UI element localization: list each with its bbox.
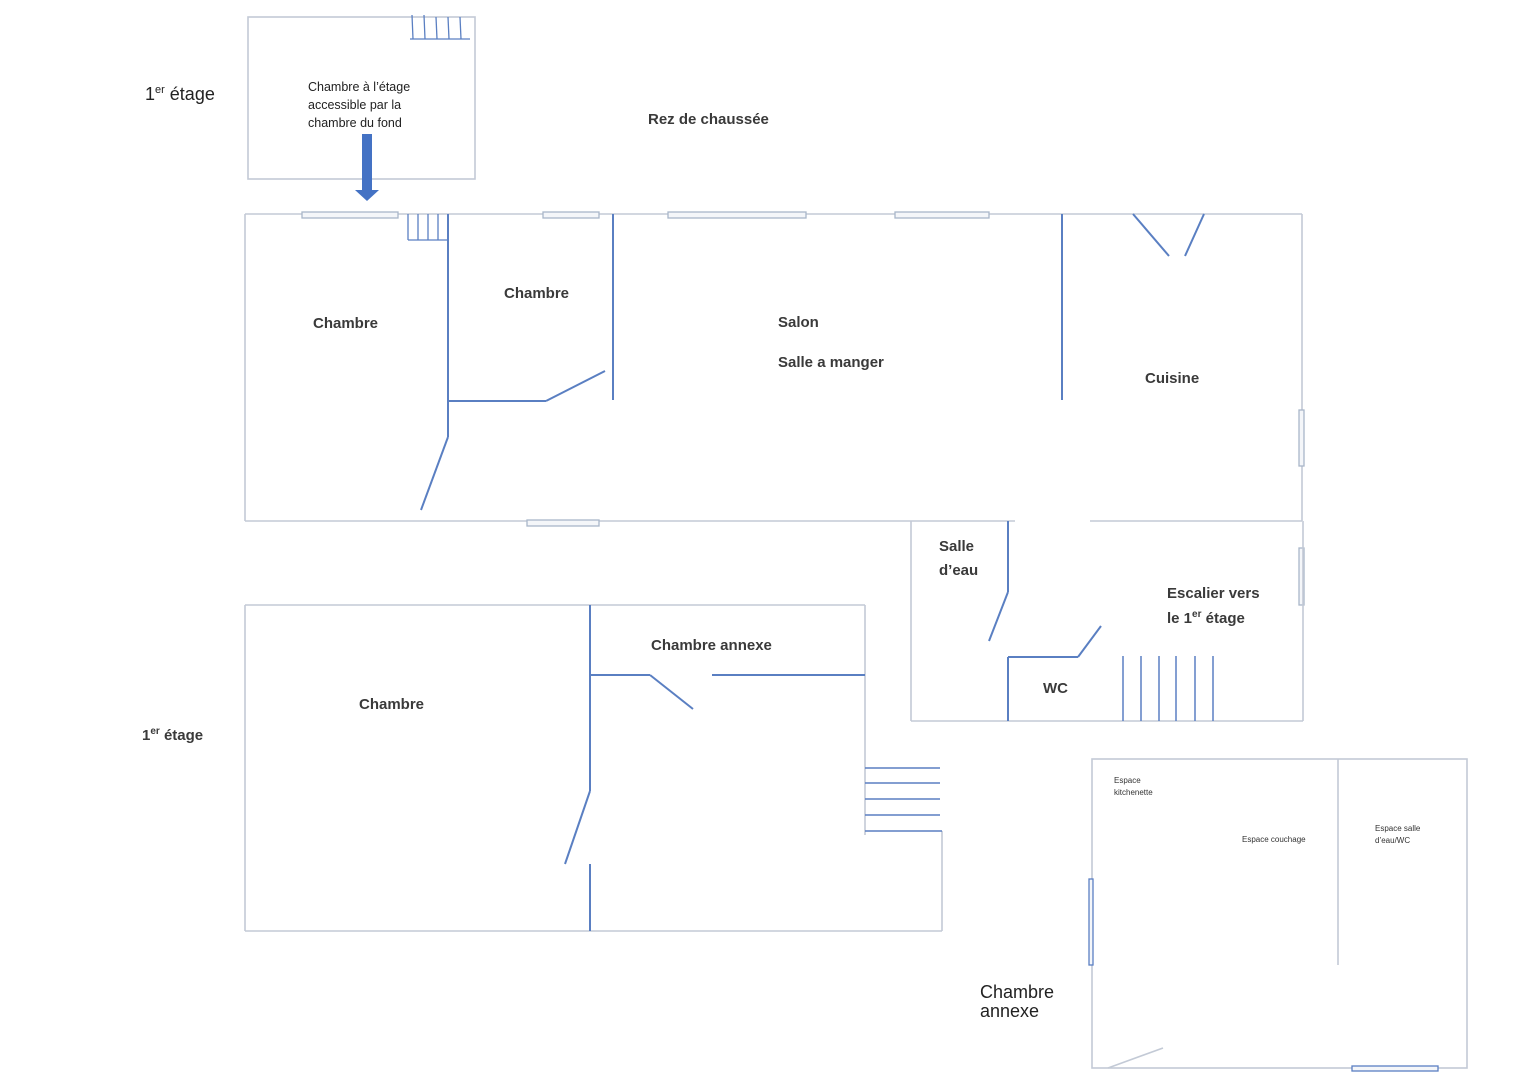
stairs-ground	[407, 214, 448, 241]
stairs-top	[410, 14, 470, 40]
room-chambre-upper: Chambre	[359, 696, 424, 713]
stairs-label-1: Escalier vers	[1167, 585, 1260, 602]
annex-salle-eau-1: Espace salle	[1375, 824, 1421, 833]
upstairs-note-1: Chambre à l’étage	[308, 80, 410, 94]
windows	[301, 211, 1305, 606]
annex-couchage: Espace couchage	[1242, 835, 1306, 844]
upstairs-room-top	[247, 14, 476, 180]
annex-kitchenette-2: kitchenette	[1114, 788, 1153, 797]
ground-floor-outline	[244, 213, 1303, 522]
first-floor-plan	[244, 604, 943, 932]
room-salle-deau-2: d’eau	[939, 562, 978, 579]
annex-kitchenette-1: Espace	[1114, 776, 1141, 785]
ground-floor-label: Rez de chaussée	[648, 111, 769, 128]
stairs-label-2: le 1er étage	[1167, 609, 1245, 627]
annex-salle-eau-2: d’eau/WC	[1375, 836, 1410, 845]
room-chambre-middle: Chambre	[504, 285, 569, 302]
room-cuisine: Cuisine	[1145, 370, 1199, 387]
annex-title-2: annexe	[980, 1001, 1039, 1021]
room-salle-deau-1: Salle	[939, 538, 974, 555]
partitions-ground	[420, 213, 1205, 511]
room-salle-a-manger: Salle a manger	[778, 354, 884, 371]
floor-label-top: 1er étage	[145, 84, 215, 104]
upstairs-note-3: chambre du fond	[308, 116, 402, 130]
room-wc: WC	[1043, 680, 1068, 697]
down-arrow-icon	[355, 134, 379, 201]
floor-label-bottom: 1er étage	[142, 726, 203, 744]
room-chambre-annexe: Chambre annexe	[651, 637, 772, 654]
wet-room-wing	[910, 521, 1304, 722]
stairs-first-floor	[865, 767, 942, 832]
room-chambre-left: Chambre	[313, 315, 378, 332]
room-salon: Salon	[778, 314, 819, 331]
upstairs-note-2: accessible par la	[308, 98, 401, 112]
annex-title-1: Chambre	[980, 982, 1054, 1002]
stairs-wing	[1122, 656, 1214, 721]
annex-plan	[1088, 758, 1468, 1072]
